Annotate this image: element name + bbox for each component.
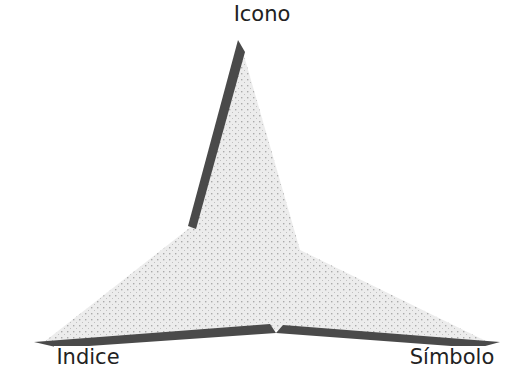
stipple-fill: [44, 42, 492, 344]
icon-label: Icono: [232, 3, 293, 26]
symbol-arm: [276, 325, 500, 348]
symbol-label: Símbolo: [408, 346, 496, 369]
index-label: Indice: [54, 346, 121, 369]
icon-arm: [188, 40, 245, 229]
index-arm: [34, 324, 276, 348]
stipple-dots: [44, 42, 492, 344]
